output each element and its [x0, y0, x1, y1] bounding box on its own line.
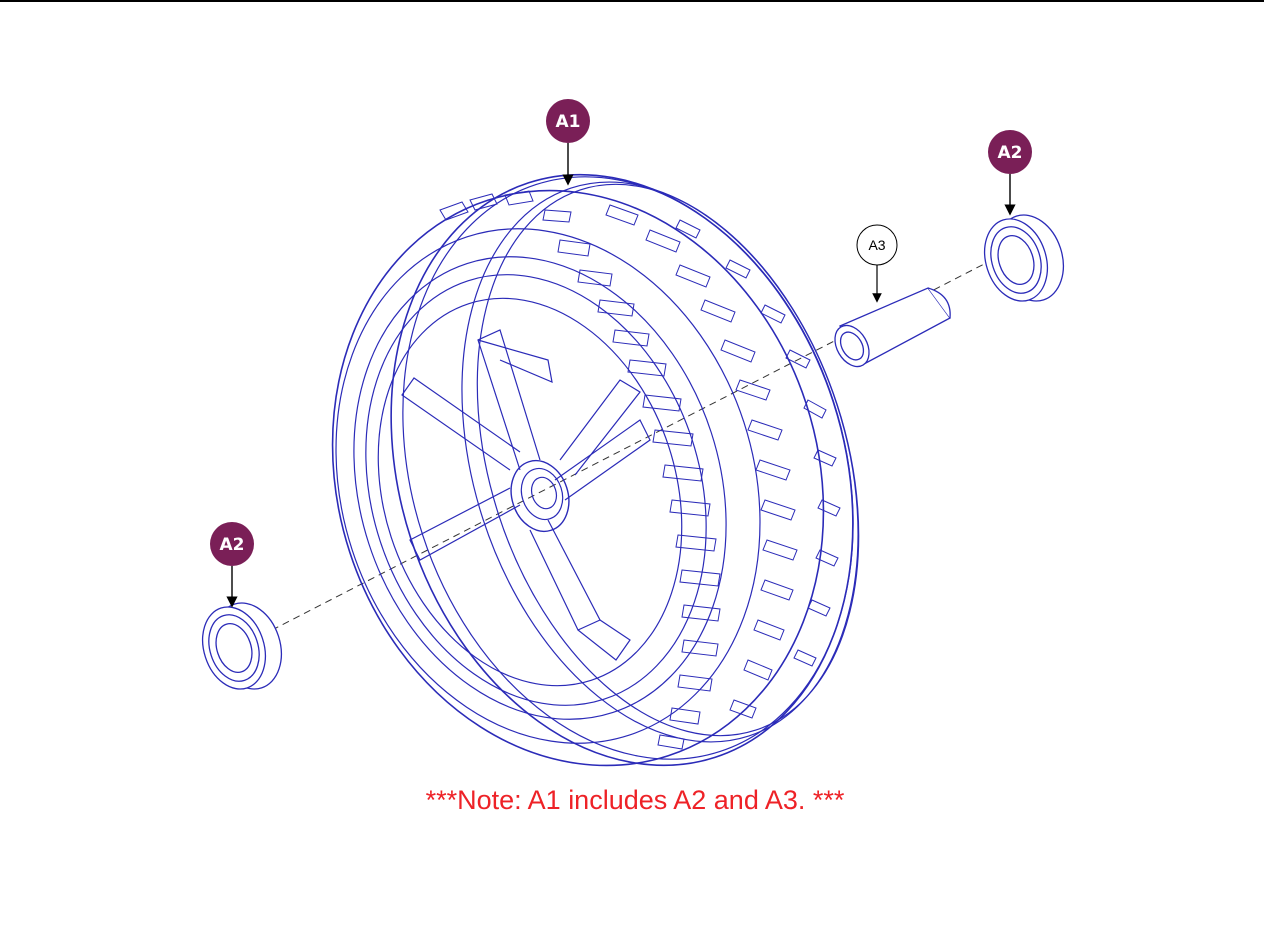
spacer-tube — [834, 287, 951, 368]
bearing-right — [984, 214, 1064, 302]
top-border-line — [0, 0, 1264, 2]
callout-a3-label: A3 — [868, 237, 885, 253]
tread-blocks — [439, 190, 841, 750]
callout-a3: A3 — [856, 224, 898, 303]
callout-a2-right-label: A2 — [998, 143, 1023, 163]
wheel-spokes — [401, 329, 651, 661]
wheel-assembly — [331, 173, 860, 767]
callout-a2-left-label: A2 — [220, 535, 245, 555]
callout-a1: A1 — [546, 99, 590, 186]
callout-a2-right: A2 — [988, 130, 1032, 216]
callout-a2-left: A2 — [210, 522, 254, 608]
parts-note: ***Note: A1 includes A2 and A3. *** — [425, 785, 845, 815]
bearing-left — [202, 602, 282, 690]
callout-a1-label: A1 — [556, 112, 581, 132]
